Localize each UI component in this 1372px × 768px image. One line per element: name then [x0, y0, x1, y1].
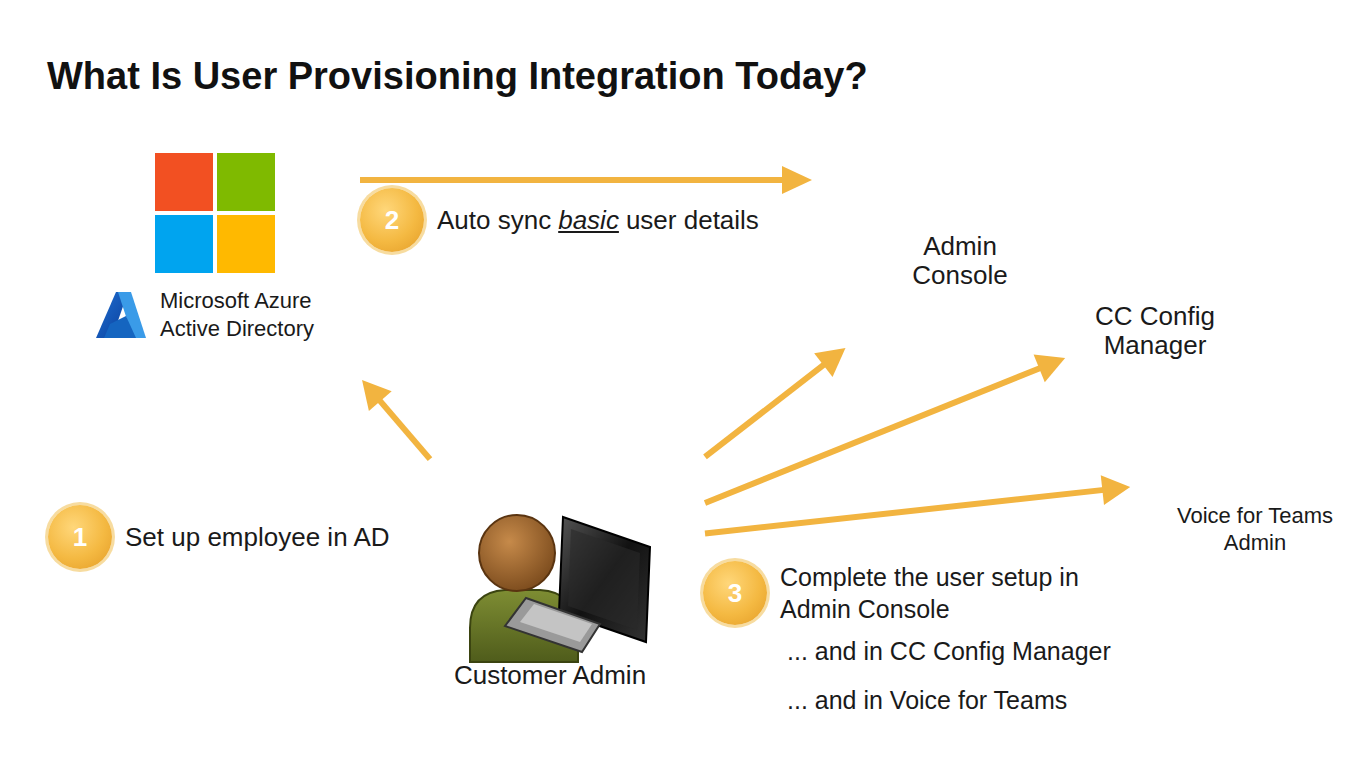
callout-number: 1 — [73, 522, 87, 553]
annotation-text: Set up employee in AD — [125, 521, 390, 553]
annotation-text: user details — [626, 204, 759, 236]
connector-arrow — [705, 354, 1065, 503]
callout-circle: 1 — [48, 505, 112, 569]
callout-circle: 3 — [703, 561, 767, 625]
annotation-text: Auto sync — [437, 204, 551, 236]
system-node: CC Config Manager — [1080, 302, 1230, 364]
node-text: Voice for Teams Admin — [1165, 502, 1345, 556]
system-node: Admin Console — [895, 232, 1025, 294]
annotation-text: Complete the user setup in Admin Console — [780, 561, 1085, 625]
connector-line — [705, 490, 1106, 534]
connector-arrow — [705, 348, 845, 457]
connector-line — [705, 363, 827, 457]
callout-circle: 2 — [360, 188, 424, 252]
laptop-icon — [505, 517, 650, 652]
actor-node: Customer Admin — [430, 455, 705, 695]
label-row: Auto syncbasicuser details — [437, 204, 759, 236]
microsoft-logo — [155, 153, 275, 273]
callout-number: 3 — [728, 578, 742, 609]
diagram-title: What Is User Provisioning Integration To… — [47, 55, 868, 98]
connector-line — [378, 398, 430, 459]
arrow-head — [1034, 354, 1066, 382]
connector-arrow — [362, 380, 430, 459]
annotation-text: basic — [558, 204, 619, 236]
annotation-text: ... and in Voice for Teams — [787, 684, 1067, 716]
system-node: Voice for Teams Admin — [1165, 480, 1345, 560]
node-text: Microsoft Azure Active Directory — [160, 287, 350, 343]
arrow-head — [814, 348, 845, 377]
node-text: CC Config Manager — [1080, 302, 1230, 360]
connector-line — [705, 367, 1043, 503]
azure-logo — [96, 292, 146, 338]
node-text: Admin Console — [895, 232, 1025, 290]
sync-arrow — [360, 166, 812, 194]
directory-node: Microsoft Azure Active Directory — [95, 148, 350, 348]
callout-number: 2 — [385, 205, 399, 236]
connector-arrow — [705, 475, 1130, 533]
arrow-head — [362, 380, 392, 411]
annotation-text: ... and in CC Config Manager — [787, 635, 1111, 667]
node-text: Customer Admin — [430, 660, 670, 690]
arrow-head — [1101, 475, 1130, 505]
